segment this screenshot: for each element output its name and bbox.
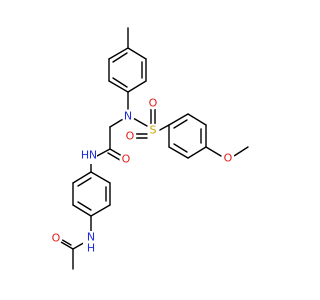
bond	[127, 47, 147, 60]
molecule-canvas: N S O O O O H N N H O	[49, 27, 249, 270]
atom-n-sulfonamide: N	[124, 110, 132, 123]
bond-n-s	[132, 117, 148, 127]
bond-c-o	[60, 241, 74, 250]
atom-o-methoxy: O	[224, 152, 233, 165]
bond-ring-o	[205, 146, 222, 157]
label-backdrop	[146, 123, 160, 137]
bond-co-nh	[96, 148, 111, 157]
atom-s-sulfonyl: S	[150, 124, 157, 137]
bond	[90, 204, 111, 217]
atom-h-acetamide: H	[87, 242, 95, 255]
label-backdrop	[146, 96, 160, 110]
atom-n-amide: N	[89, 149, 97, 162]
bond	[187, 113, 207, 126]
bond-inner	[112, 52, 128, 63]
label-backdrop	[49, 231, 63, 245]
bond	[72, 171, 92, 184]
atom-n-acetamide: N	[87, 231, 95, 244]
bond-inner	[112, 77, 128, 88]
atom-o-amide: O	[122, 153, 131, 166]
molecule-structure: N S O O O O H N N H O	[49, 27, 249, 270]
atom-o-sulfonyl-top: O	[149, 97, 158, 110]
bond-s-ring	[157, 124, 170, 132]
bond-inner	[173, 143, 188, 153]
bond-o-methyl	[233, 146, 249, 157]
bond-inner	[77, 201, 92, 211]
atom-labels: N S O O O O H N N H O	[49, 96, 235, 255]
bond	[127, 80, 147, 93]
label-backdrop	[79, 150, 97, 164]
atom-o-sulfonyl-left: O	[126, 130, 135, 143]
bond-c-o-double	[107, 152, 121, 161]
bond-inner	[77, 177, 92, 187]
bond	[108, 80, 129, 93]
bond	[187, 146, 207, 159]
label-backdrop	[83, 231, 99, 253]
atom-o-acetamide: O	[52, 232, 61, 245]
label-backdrop	[123, 129, 137, 143]
bond	[168, 113, 189, 126]
bond	[108, 47, 129, 60]
label-backdrop	[221, 151, 235, 165]
bond	[168, 146, 189, 159]
label-backdrop	[119, 152, 133, 166]
bond-c-o	[109, 148, 123, 157]
bond-inner	[173, 119, 188, 129]
label-backdrop	[121, 109, 135, 123]
atom-h-amide: H	[81, 149, 89, 162]
bond	[72, 204, 92, 217]
bond	[90, 171, 111, 184]
